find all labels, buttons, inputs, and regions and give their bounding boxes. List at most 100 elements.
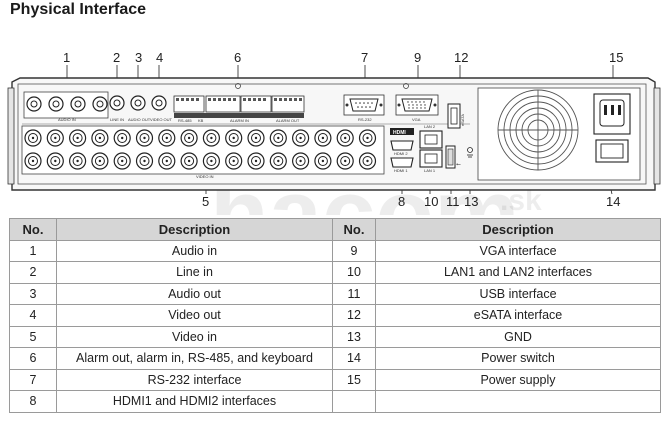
vga-port: VGA [395,94,439,122]
table-row: 6 Alarm out, alarm in, RS-485, and keybo… [9,347,661,370]
bnc-connector-pin [143,159,146,163]
bnc-connector-pin [54,136,57,140]
hdmi-logo: HDMI [393,130,406,136]
bnc-connector-pin [366,159,369,163]
cell-description: Audio in [56,239,333,262]
line-in-label: LINE IN [110,117,124,122]
callout-5: 5 [202,194,209,209]
bnc-connector-pin [31,159,35,163]
bnc-connector-pin [277,159,280,163]
cell-description [375,390,661,413]
interface-table: No. Description No. Description 1 Audio … [9,218,661,413]
bnc-connector-pin [299,159,302,163]
bnc-connector-pin [254,136,258,140]
bnc-connector-pin [299,136,302,140]
bnc-connector-pin [232,136,235,140]
table-row: 1 Audio in 9 VGA interface [9,239,661,262]
header-description-2: Description [375,218,661,241]
cell-description: Video in [56,325,333,348]
cell-description: Video out [56,304,333,327]
cell-description: Audio out [56,282,333,305]
usb-port: ⭠ [445,145,461,169]
cell-description: Power switch [375,347,661,370]
bnc-connector-pin [321,136,325,140]
bnc-connector-pin [210,136,213,140]
bnc-connector-pin [187,136,191,140]
hdmi1-label: HDMI 1 [394,168,408,173]
cell-no: 8 [9,390,57,413]
cell-description: Line in [56,261,333,284]
callout-4: 4 [156,50,163,65]
bnc-row-bottom [24,152,377,170]
cell-description: VGA interface [375,239,661,262]
bnc-connector-pin [143,136,146,140]
bnc-connector-pin [121,136,124,140]
bnc-row-top [24,129,377,147]
lan-ports: LAN 2 LAN 1 [419,124,443,173]
esata-port: eSATA [447,103,465,129]
hdmi2-label: HDMI 2 [394,151,408,156]
audio-in-connectors: AUDIO IN [23,91,109,122]
cell-no: 2 [9,261,57,284]
cell-description: Power supply [375,368,661,391]
cell-description: RS-232 interface [56,368,333,391]
lan2-label: LAN 2 [424,124,436,129]
bnc-connector-pin [344,136,347,140]
power-switch [595,139,629,163]
bnc-connector-pin [76,159,79,163]
bnc-connector-pin [98,136,102,140]
power-supply-socket [593,93,631,135]
table-row: 3 Audio out 11 USB interface [9,282,661,305]
bnc-connector-pin [98,159,102,163]
callout-11: 11 [446,194,460,209]
cell-no: 9 [332,239,376,262]
callout-1: 1 [63,50,70,65]
cell-no: 5 [9,325,57,348]
alarm-in-label: ALARM IN [230,118,249,123]
table-row: 4 Video out 12 eSATA interface [9,304,661,327]
table-row: 7 RS-232 interface 15 Power supply [9,368,661,391]
callout-9: 9 [414,50,421,65]
terminal-blocks: RS-485 KB ALARM IN ALARM OUT [173,95,305,123]
callout-numbers: 1 2 3 4 5 6 7 8 9 10 11 12 13 14 15 [63,50,623,209]
bnc-connector-pin [344,159,347,163]
cell-no: 1 [9,239,57,262]
callout-8: 8 [398,194,405,209]
usb-icon: ⭠ [456,161,461,168]
cell-no: 12 [332,304,376,327]
bnc-connector-pin [165,159,168,163]
cell-description: GND [375,325,661,348]
bnc-connector-pin [232,159,235,163]
rs232-label: RS-232 [358,117,372,122]
bnc-connector-pin [210,159,213,163]
cell-no: 14 [332,347,376,370]
vga-label: VGA [412,117,421,122]
bnc-connector-pin [165,136,168,140]
lan1-label: LAN 1 [424,168,436,173]
rear-panel-diagram: hacom .sk 1 2 3 4 5 6 7 8 9 10 11 12 13 … [7,50,661,215]
audio-out-label: AUDIO OUT [128,117,151,122]
cell-no: 10 [332,261,376,284]
callout-2: 2 [113,50,120,65]
cell-no: 15 [332,368,376,391]
bnc-connector-pin [54,159,57,163]
cell-description: eSATA interface [375,304,661,327]
page-title: Physical Interface [10,1,147,18]
bnc-connector-pin [76,136,79,140]
bnc-connector-pin [254,159,258,163]
cell-no: 7 [9,368,57,391]
gnd-terminal [467,147,473,158]
bnc-connector-pin [366,136,369,140]
cell-no: 3 [9,282,57,305]
cell-no: 11 [332,282,376,305]
callout-6: 6 [234,50,241,65]
callout-10: 10 [424,194,438,209]
cell-description: USB interface [375,282,661,305]
cell-no: 6 [9,347,57,370]
video-in-label: VIDEO IN [196,174,214,179]
cell-no: 13 [332,325,376,348]
audio-out-connector: AUDIO OUT [128,95,151,122]
cell-description: LAN1 and LAN2 interfaces [375,261,661,284]
hdmi-ports: HDMI HDMI 2 HDMI 1 [390,128,414,173]
bnc-connector-pin [31,136,35,140]
